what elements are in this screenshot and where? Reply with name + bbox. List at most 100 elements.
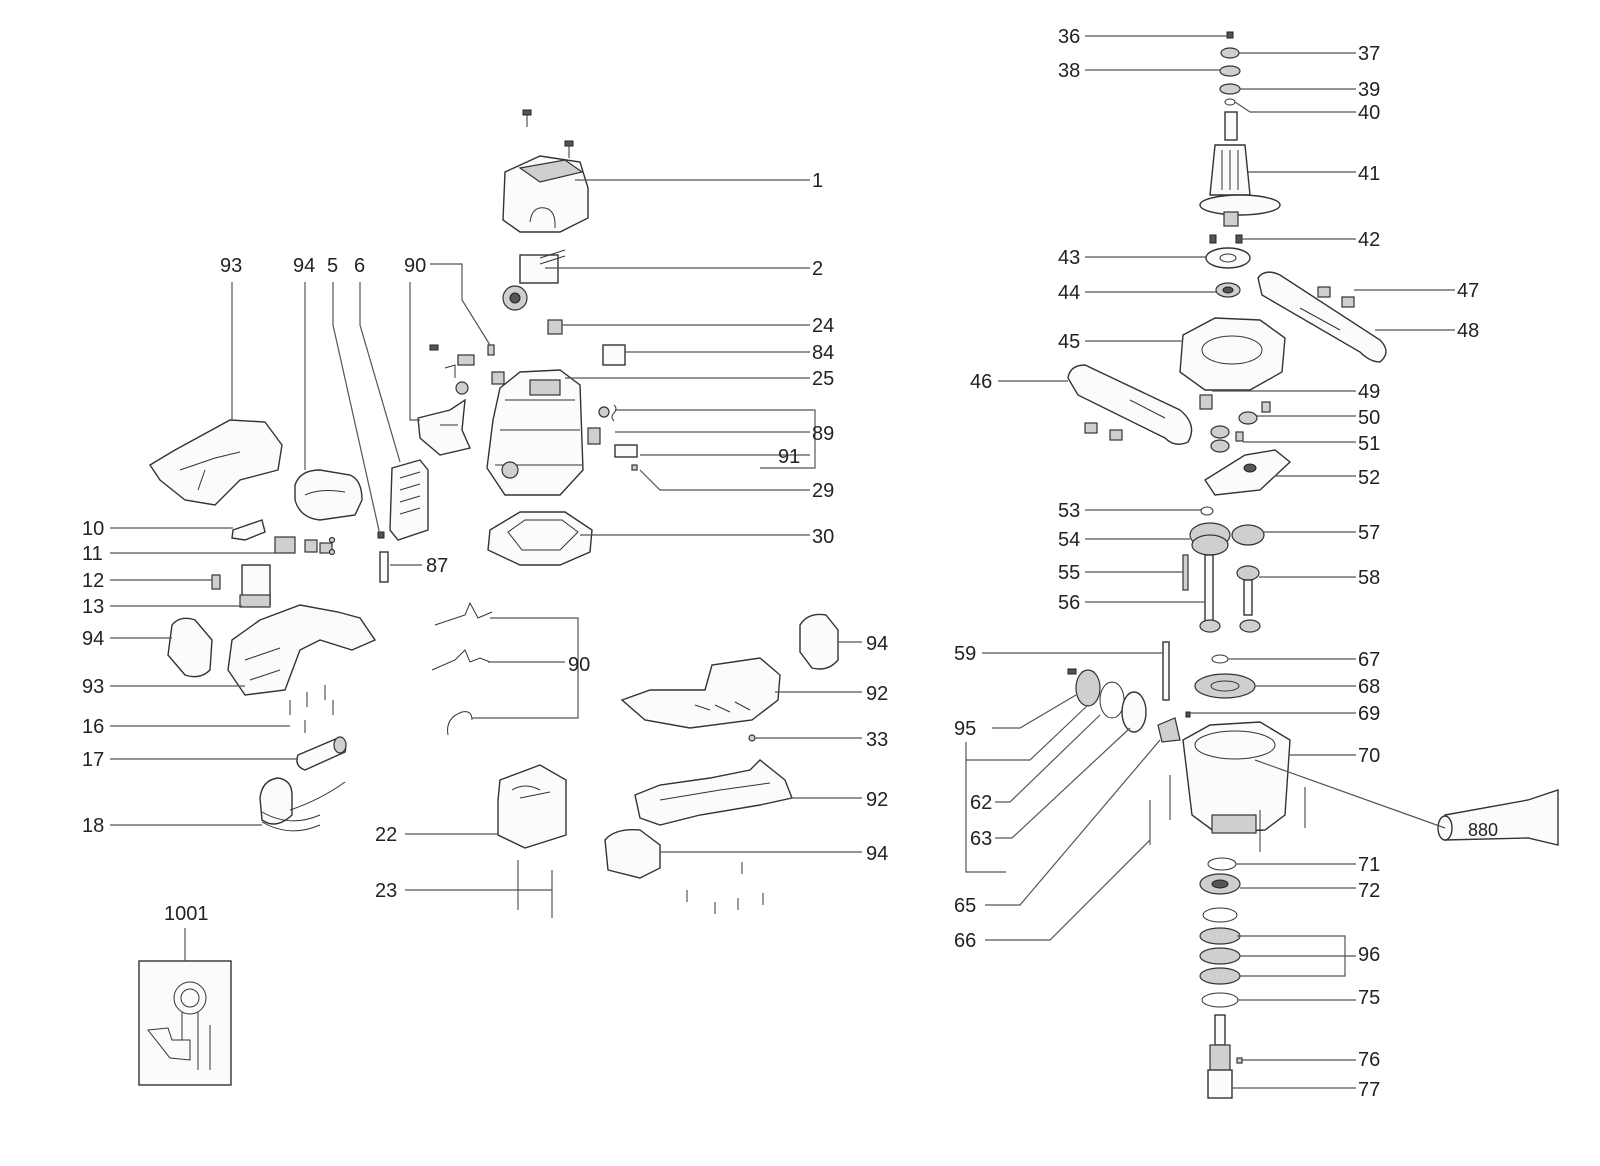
part-5-pin — [377, 531, 385, 539]
label-54: 54 — [1058, 529, 1080, 551]
part-95-clutch-assembly — [1067, 668, 1191, 743]
part-44-bearing — [1215, 282, 1241, 298]
label-10: 10 — [82, 518, 104, 540]
label-68: 68 — [1358, 676, 1380, 698]
label-47: 47 — [1457, 280, 1479, 302]
label-53: 53 — [1058, 500, 1080, 522]
label-94-bottom: 94 — [866, 843, 888, 865]
label-24: 24 — [812, 315, 834, 337]
grease-tube-label: 880 — [1468, 820, 1498, 840]
label-38: 38 — [1058, 60, 1080, 82]
label-55: 55 — [1058, 562, 1080, 584]
part-46-side-handle-left — [1067, 364, 1193, 445]
part-92-lower-grip — [634, 759, 793, 826]
part-17-sleeve — [296, 736, 347, 771]
label-59: 59 — [954, 643, 976, 665]
label-5: 5 — [327, 255, 338, 277]
part-18-power-cord — [259, 777, 346, 832]
label-46: 46 — [970, 371, 992, 393]
label-44: 44 — [1058, 282, 1080, 304]
label-93-left: 93 — [82, 676, 104, 698]
parts-67-68-gear — [1194, 654, 1256, 699]
label-6: 6 — [354, 255, 365, 277]
label-94-right-top: 94 — [866, 633, 888, 655]
label-23: 23 — [375, 880, 397, 902]
label-70: 70 — [1358, 745, 1380, 767]
part-13-switch — [239, 564, 271, 608]
part-92-upper-grip — [620, 657, 781, 729]
label-2: 2 — [812, 258, 823, 280]
label-41: 41 — [1358, 163, 1380, 185]
label-69: 69 — [1358, 703, 1380, 725]
part-11-block — [274, 536, 296, 554]
label-76: 76 — [1358, 1049, 1380, 1071]
label-77: 77 — [1358, 1079, 1380, 1101]
part-41-armature — [1199, 111, 1281, 227]
label-92-upper: 92 — [866, 683, 888, 705]
label-1001: 1001 — [164, 903, 209, 925]
label-51: 51 — [1358, 433, 1380, 455]
part-93-upper-handle — [149, 419, 283, 506]
bottom-screws — [686, 862, 764, 914]
part-25-motor-housing — [486, 369, 584, 496]
label-11: 11 — [82, 543, 103, 565]
label-93-top: 93 — [220, 255, 242, 277]
part-43-plate — [1205, 247, 1251, 269]
housing-screws — [1149, 775, 1306, 852]
part-84-label — [602, 344, 626, 366]
label-72: 72 — [1358, 880, 1380, 902]
label-17: 17 — [82, 749, 104, 771]
label-25: 25 — [812, 368, 834, 390]
part-94-cap-left — [167, 617, 213, 678]
gear-train — [1182, 506, 1265, 633]
part-45-gear-flange — [1179, 317, 1286, 391]
label-33: 33 — [866, 729, 888, 751]
label-1: 1 — [812, 170, 823, 192]
label-50: 50 — [1358, 407, 1380, 429]
part-94-cap-bottom — [604, 829, 661, 879]
label-63: 63 — [970, 828, 992, 850]
motor-small-parts — [417, 344, 638, 471]
part-22-stator — [497, 764, 567, 849]
part-16-screws — [289, 685, 334, 733]
part-2-electronics — [502, 249, 566, 311]
part-90-springs — [431, 601, 493, 736]
label-58: 58 — [1358, 567, 1380, 589]
part-10-clip — [231, 519, 266, 541]
label-29: 29 — [812, 480, 834, 502]
callout-labels: 1 2 24 84 25 89 91 29 30 87 93 94 5 6 90… — [82, 26, 1479, 1101]
label-94-left: 94 — [82, 628, 104, 650]
label-37: 37 — [1358, 43, 1380, 65]
label-96: 96 — [1358, 944, 1380, 966]
small-contacts — [304, 536, 336, 556]
label-18: 18 — [82, 815, 104, 837]
label-67: 67 — [1358, 649, 1380, 671]
label-75: 75 — [1358, 987, 1380, 1009]
part-24-connector — [547, 319, 563, 335]
label-84: 84 — [812, 342, 834, 364]
label-87: 87 — [426, 555, 448, 577]
label-90-mid: 90 — [568, 654, 590, 676]
part-33-screw — [748, 734, 756, 742]
part-70-gear-housing — [1182, 721, 1291, 834]
part-23-long-screws — [517, 860, 553, 918]
label-57: 57 — [1358, 522, 1380, 544]
label-94-top: 94 — [293, 255, 315, 277]
part-59-pin — [1162, 641, 1170, 701]
label-30: 30 — [812, 526, 834, 548]
label-91: 91 — [778, 446, 800, 468]
label-36: 36 — [1058, 26, 1080, 48]
part-87-strip — [379, 551, 389, 583]
part-30-fan-guard — [487, 511, 593, 566]
part-6-switch-panel — [389, 459, 429, 541]
part-94-cap-right-top — [799, 613, 839, 670]
label-95: 95 — [954, 718, 976, 740]
label-71: 71 — [1358, 854, 1380, 876]
label-42: 42 — [1358, 229, 1380, 251]
label-12: 12 — [82, 570, 104, 592]
leader-lines — [110, 35, 1455, 1089]
label-56: 56 — [1058, 592, 1080, 614]
part-12-part — [211, 574, 221, 590]
part-52-gear-cover — [1204, 449, 1292, 496]
